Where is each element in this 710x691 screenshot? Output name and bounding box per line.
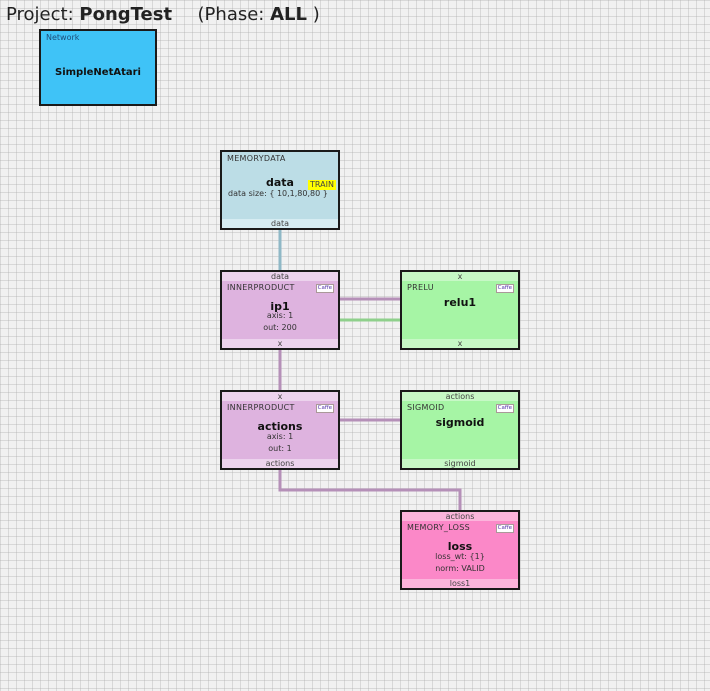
bottom-blob: loss1 [402, 579, 518, 588]
top-blob: data [222, 272, 338, 281]
node-param: loss_wt: {1} [435, 552, 485, 561]
phase-tag: TRAIN [308, 180, 336, 190]
phase-open: (Phase: [197, 4, 265, 25]
top-blob: x [402, 272, 518, 281]
node-param: norm: VALID [435, 564, 485, 573]
top-blob: actions [402, 392, 518, 401]
network-name: SimpleNetAtari [55, 67, 141, 78]
node-type: PRELU [407, 283, 434, 292]
bottom-blob: data [222, 219, 338, 228]
engine-badge: Caffe [315, 404, 334, 413]
node-actions[interactable]: x INNERPRODUCT Caffe actions axis: 1 out… [220, 390, 340, 470]
node-name: relu1 [443, 296, 477, 309]
engine-badge: Caffe [495, 524, 514, 533]
node-param: axis: 1 [266, 432, 294, 441]
engine-badge: Caffe [315, 284, 334, 293]
node-name: sigmoid [435, 416, 485, 429]
project-label: Project: [6, 4, 74, 25]
network-type: Network [46, 33, 80, 42]
top-blob: actions [402, 512, 518, 521]
bottom-blob: x [222, 339, 338, 348]
node-type: MEMORYDATA [227, 154, 286, 163]
node-data[interactable]: MEMORYDATA data TRAIN data size: { 10,1,… [220, 150, 340, 230]
node-ip1[interactable]: data INNERPRODUCT Caffe ip1 axis: 1 out:… [220, 270, 340, 350]
bottom-blob: x [402, 339, 518, 348]
node-relu1[interactable]: x PRELU Caffe relu1 x [400, 270, 520, 350]
project-header: Project: PongTest (Phase: ALL ) [6, 4, 320, 25]
node-name: loss [447, 540, 473, 553]
project-name: PongTest [79, 4, 173, 25]
node-param: out: 1 [268, 444, 292, 453]
node-name: data [266, 176, 294, 189]
node-param: out: 200 [263, 323, 297, 332]
node-param: axis: 1 [266, 311, 294, 320]
node-type: INNERPRODUCT [227, 283, 295, 292]
node-type: INNERPRODUCT [227, 403, 295, 412]
engine-badge: Caffe [495, 284, 514, 293]
node-type: MEMORY_LOSS [407, 523, 471, 532]
engine-badge: Caffe [495, 404, 514, 413]
bottom-blob: actions [222, 459, 338, 468]
phase-name: ALL [270, 4, 307, 25]
network-box[interactable]: Network SimpleNetAtari [39, 29, 157, 106]
node-loss[interactable]: actions MEMORY_LOSS Caffe loss loss_wt: … [400, 510, 520, 590]
node-name: actions [257, 420, 303, 433]
link-actions-loss [278, 468, 462, 510]
phase-close: ) [312, 4, 320, 25]
node-name: ip1 [270, 300, 290, 313]
node-type: SIGMOID [407, 403, 445, 412]
node-sigmoid[interactable]: actions SIGMOID Caffe sigmoid sigmoid [400, 390, 520, 470]
top-blob: x [222, 392, 338, 401]
node-param: data size: { 10,1,80,80 } [228, 189, 328, 198]
bottom-blob: sigmoid [402, 459, 518, 468]
